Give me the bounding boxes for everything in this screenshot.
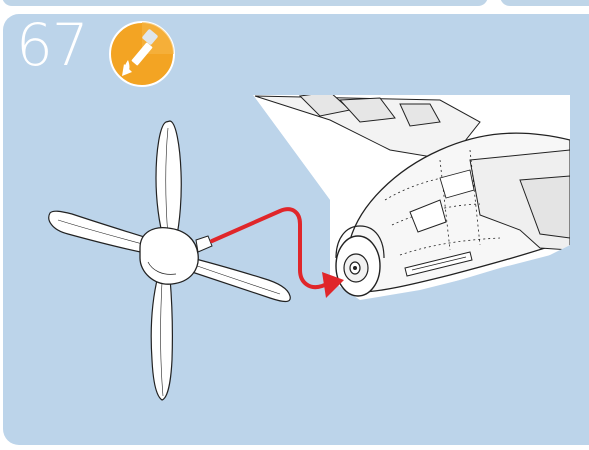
propeller-assembly bbox=[49, 121, 290, 400]
